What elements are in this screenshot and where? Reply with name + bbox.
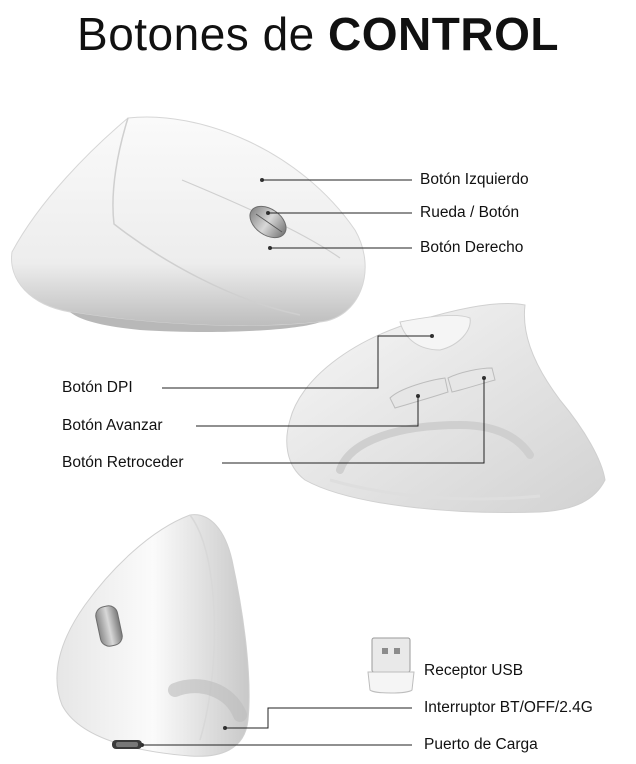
leader-lines	[142, 179, 485, 746]
title-light: Botones de	[77, 8, 315, 60]
mouse-top-view	[11, 116, 366, 333]
title-bold: CONTROL	[328, 8, 559, 60]
label-forward-button: Botón Avanzar	[62, 417, 163, 434]
usb-receiver-illustration	[367, 637, 415, 694]
mouse-side-view	[286, 303, 606, 514]
label-right-button: Botón Derecho	[420, 239, 524, 256]
label-usb-receiver: Receptor USB	[424, 662, 524, 679]
mouse-front-view	[56, 514, 250, 757]
label-switch: Interruptor BT/OFF/2.4G	[424, 699, 593, 716]
label-charging-port: Puerto de Carga	[424, 736, 538, 753]
label-left-button: Botón Izquierdo	[420, 171, 529, 188]
label-back-button: Botón Retroceder	[62, 454, 184, 471]
page-title: Botones de CONTROL	[0, 6, 636, 62]
label-dpi-button: Botón DPI	[62, 379, 133, 396]
label-wheel-button: Rueda / Botón	[420, 204, 520, 221]
